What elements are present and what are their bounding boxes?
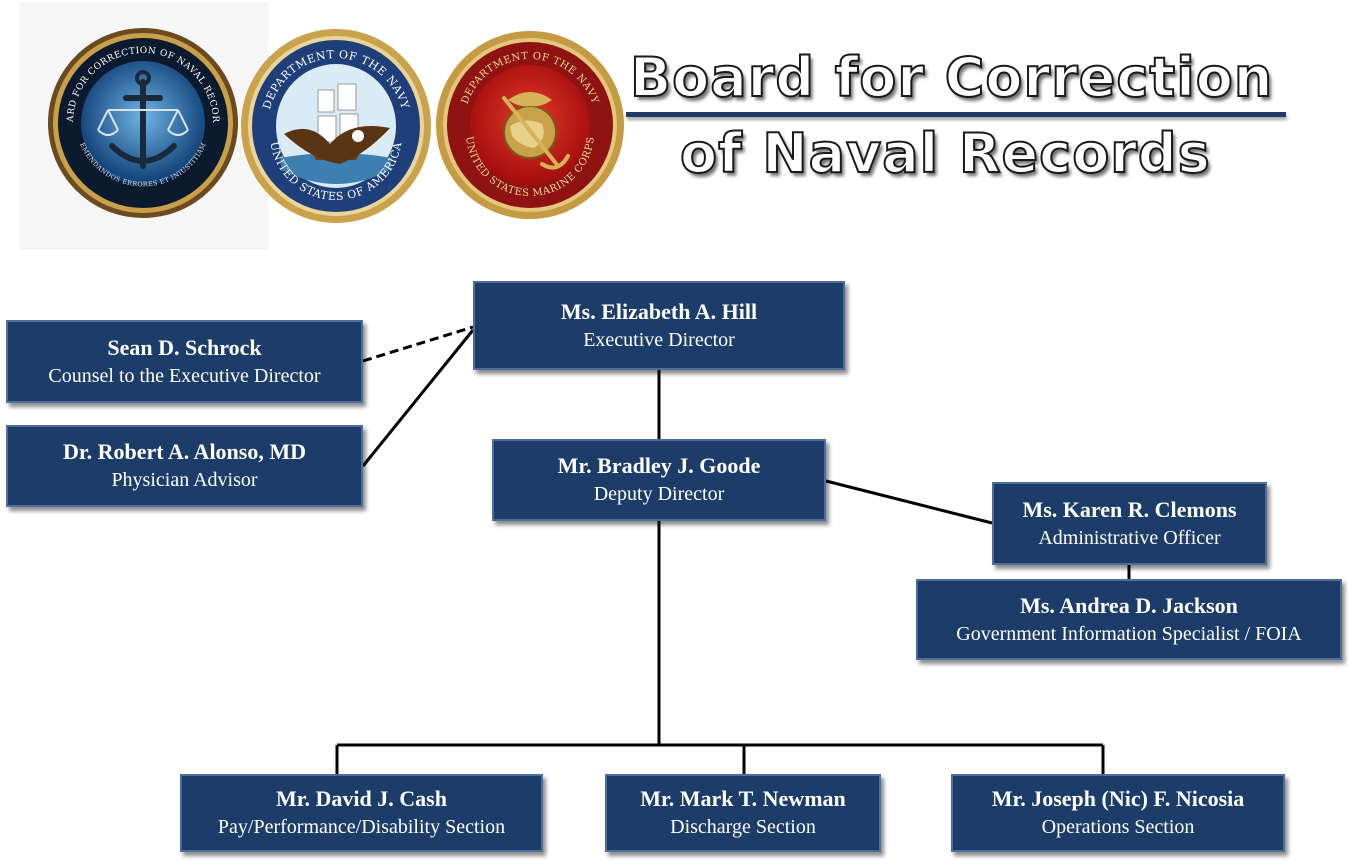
title-line-1: Board for Correction [629,45,1274,110]
title-line-2: of Naval Records [679,121,1211,186]
bcnr-seal: BOARD FOR CORRECTION OF NAVAL RECORDS EM… [46,26,240,220]
deputy-director-box: Mr. Bradley J. Goode Deputy Director [492,439,826,521]
executive-director-box: Ms. Elizabeth A. Hill Executive Director [473,281,845,370]
admin-officer-name: Ms. Karen R. Clemons [1022,496,1237,522]
deputy-director-title: Deputy Director [593,483,725,505]
physician-connector [361,329,475,467]
counsel-title: Counsel to the Executive Director [48,364,321,387]
physician-title: Physician Advisor [111,469,258,491]
counsel-box: Sean D. Schrock Counsel to the Executive… [6,320,363,403]
executive-director-title: Executive Director [583,328,735,351]
title-banner: Board for Correction of Naval Records [626,40,1286,200]
navy-seal: DEPARTMENT OF THE NAVY UNITED STATES OF … [240,28,432,224]
deputy-director-name: Mr. Bradley J. Goode [557,453,761,478]
foia-box: Ms. Andrea D. Jackson Government Informa… [916,579,1342,660]
physician-name: Dr. Robert A. Alonso, MD [62,439,307,464]
section-title: Discharge Section [670,816,816,838]
section-box-nicosia: Mr. Joseph (Nic) F. Nicosia Operations S… [951,774,1285,852]
section-box-cash: Mr. David J. Cash Pay/Performance/Disabi… [180,774,543,852]
section-title: Pay/Performance/Disability Section [217,816,506,838]
physician-box: Dr. Robert A. Alonso, MD Physician Advis… [6,425,363,507]
admin-officer-box: Ms. Karen R. Clemons Administrative Offi… [992,482,1267,565]
section-name: Mr. Mark T. Newman [640,786,846,811]
section-name: Mr. David J. Cash [276,786,447,811]
admin-officer-title: Administrative Officer [1038,526,1221,549]
foia-name: Ms. Andrea D. Jackson [1020,592,1238,618]
counsel-connector [362,325,474,363]
counsel-name: Sean D. Schrock [107,334,262,360]
foia-title: Government Information Specialist / FOIA [956,622,1302,645]
section-title: Operations Section [1041,816,1195,838]
executive-director-name: Ms. Elizabeth A. Hill [560,298,758,324]
usmc-seal: DEPARTMENT OF THE NAVY UNITED STATES MAR… [434,28,626,222]
title-rule [626,112,1286,117]
section-box-newman: Mr. Mark T. Newman Discharge Section [605,774,881,852]
deputy-to-admin-connector [825,479,993,525]
section-name: Mr. Joseph (Nic) F. Nicosia [991,786,1245,811]
